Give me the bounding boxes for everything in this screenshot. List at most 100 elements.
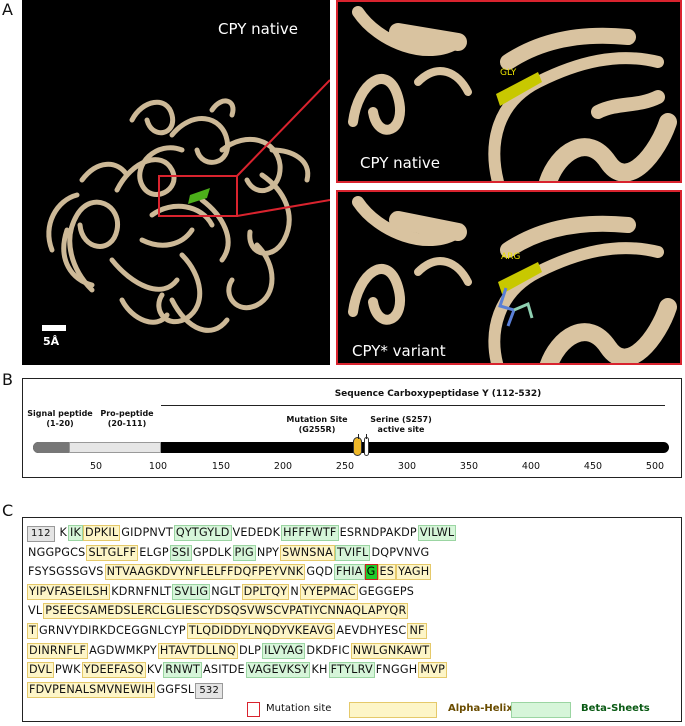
coil-segment: FSYSGSSGVS bbox=[28, 565, 104, 579]
zoom-top-caption: CPY native bbox=[360, 154, 440, 172]
alpha-helix-segment: PSEECSAMEDSLERCLGLIESCYDSQSVWSCVPATIYCNN… bbox=[43, 603, 409, 620]
sequence-extent-line bbox=[161, 405, 665, 406]
beta-sheet-segment: FHIA bbox=[334, 564, 365, 581]
residue-label-variant: ARG bbox=[501, 252, 521, 262]
mutation-site-code: (G255R) bbox=[298, 425, 336, 434]
mutation-site-label: Mutation Site (G255R) bbox=[275, 415, 359, 435]
zoom-bottom-caption: CPY* variant bbox=[352, 342, 446, 360]
legend-beta-swatch bbox=[511, 702, 571, 718]
pro-peptide-range: (20-111) bbox=[107, 419, 147, 428]
sequence-title: Sequence Carboxypeptidase Y (112-532) bbox=[334, 389, 542, 399]
alpha-helix-segment: T bbox=[27, 623, 39, 639]
alpha-helix-segment: DPKIL bbox=[83, 525, 121, 541]
coil-segment: NPY bbox=[256, 545, 280, 559]
serine-pointer bbox=[366, 434, 367, 439]
alpha-helix-segment: FDVPENALSMVNEWIH bbox=[27, 681, 156, 698]
beta-sheet-segment: HFFFWTF bbox=[281, 525, 339, 541]
coil-segment: DKDFIC bbox=[306, 643, 350, 657]
mutation-site-name: Mutation Site bbox=[286, 415, 348, 424]
serine-sub: active site bbox=[377, 425, 425, 434]
zoom-native-panel: GLY CPY native bbox=[336, 0, 682, 183]
legend-mutation-label: Mutation site bbox=[266, 703, 332, 714]
alpha-helix-segment: NF bbox=[407, 623, 427, 639]
serine-name: Serine (S257) bbox=[370, 415, 432, 424]
alpha-helix-segment: NTVAAGKDVYNFLELFFDQFPEYVNK bbox=[104, 564, 306, 581]
coil-segment: KH bbox=[311, 663, 328, 677]
mutation-site-marker bbox=[353, 437, 362, 456]
legend-mutation-swatch bbox=[247, 702, 260, 717]
pro-peptide-segment bbox=[69, 442, 161, 453]
alpha-helix-segment: SWNSNA bbox=[280, 544, 335, 561]
coil-segment: VEDEDK bbox=[232, 526, 281, 539]
mutation-pointer bbox=[358, 434, 359, 439]
axis-tick: 200 bbox=[273, 461, 293, 472]
coil-segment: GPDLK bbox=[192, 545, 232, 559]
coil-segment: K bbox=[59, 526, 67, 539]
beta-sheet-segment: SVLIG bbox=[172, 583, 211, 600]
alpha-helix-segment: NWLGNKAWT bbox=[350, 642, 432, 659]
coil-segment: GQD bbox=[306, 565, 334, 579]
coil-segment: AEVDHYESC bbox=[336, 624, 407, 637]
serine-marker bbox=[364, 437, 369, 456]
beta-sheet-segment: VILWL bbox=[417, 525, 457, 541]
alpha-helix-segment: YYEPMAC bbox=[299, 583, 358, 600]
residue-number-badge: 112 bbox=[27, 526, 55, 542]
coil-segment: KDRNFNLT bbox=[111, 584, 172, 598]
pro-peptide-label: Pro-peptide (20-111) bbox=[95, 409, 159, 429]
legend-beta-label: Beta-Sheets bbox=[581, 703, 650, 714]
main-caption: CPY native bbox=[218, 20, 298, 38]
coil-segment: FNGGH bbox=[375, 663, 418, 677]
sequence-domain-map: Sequence Carboxypeptidase Y (112-532) Si… bbox=[22, 378, 682, 478]
beta-sheet-segment: SSI bbox=[169, 544, 192, 561]
residue-label-native: GLY bbox=[500, 68, 517, 78]
alpha-helix-segment: DVL bbox=[27, 662, 54, 679]
panel-a-letter: A bbox=[2, 0, 13, 19]
legend-alpha-swatch bbox=[349, 702, 437, 718]
coil-segment: NGGPGCS bbox=[28, 545, 86, 559]
legend-alpha-label: Alpha-Helix bbox=[448, 703, 513, 714]
protein-structure-overview: CPY native 5Å bbox=[22, 0, 330, 365]
serine-label: Serine (S257) active site bbox=[361, 415, 441, 435]
alpha-helix-segment: SLTGLFF bbox=[86, 544, 139, 561]
coil-segment: DLP bbox=[238, 643, 262, 657]
mutation-residue: G bbox=[364, 564, 378, 581]
alpha-helix-segment: YIPVFASEILSH bbox=[27, 583, 111, 600]
coil-segment: ESRNDPAKDP bbox=[339, 526, 417, 539]
zoom-variant-panel: ARG CPY* variant bbox=[336, 190, 682, 365]
alpha-helix-segment: TLQDIDDYLNQDYVKEAVG bbox=[186, 623, 336, 639]
beta-sheet-segment: QYTGYLD bbox=[173, 525, 232, 541]
axis-tick: 450 bbox=[583, 461, 603, 472]
coil-segment: NGLT bbox=[211, 584, 241, 598]
ribbon-structure-image bbox=[46, 79, 330, 333]
alpha-helix-segment: YAGH bbox=[396, 564, 432, 581]
beta-sheet-segment: ILVYAG bbox=[262, 642, 306, 659]
panel-c-letter: C bbox=[2, 501, 14, 520]
coil-segment: ASITDE bbox=[203, 663, 245, 677]
coil-segment: GEGGEPS bbox=[358, 584, 415, 598]
alpha-helix-segment: DINRNFLF bbox=[27, 642, 89, 659]
axis-tick: 250 bbox=[335, 461, 355, 472]
residue-number-badge: 532 bbox=[195, 682, 224, 699]
scale-bar bbox=[42, 325, 66, 331]
axis-tick: 500 bbox=[645, 461, 665, 472]
signal-peptide-label: Signal peptide (1-20) bbox=[23, 409, 97, 429]
coil-segment: DQPVNVG bbox=[371, 545, 430, 559]
pro-peptide-name: Pro-peptide bbox=[100, 409, 154, 418]
beta-sheet-segment: FTYLRV bbox=[328, 662, 375, 679]
coil-segment: PWK bbox=[54, 663, 81, 677]
coil-segment: GGFSL bbox=[156, 682, 195, 696]
axis-tick: 50 bbox=[89, 461, 103, 472]
coil-segment: VL bbox=[28, 604, 43, 618]
coil-segment: GIDPNVT bbox=[121, 526, 173, 539]
signal-peptide-segment bbox=[33, 442, 69, 453]
axis-tick: 100 bbox=[148, 461, 168, 472]
axis-tick: 150 bbox=[211, 461, 231, 472]
